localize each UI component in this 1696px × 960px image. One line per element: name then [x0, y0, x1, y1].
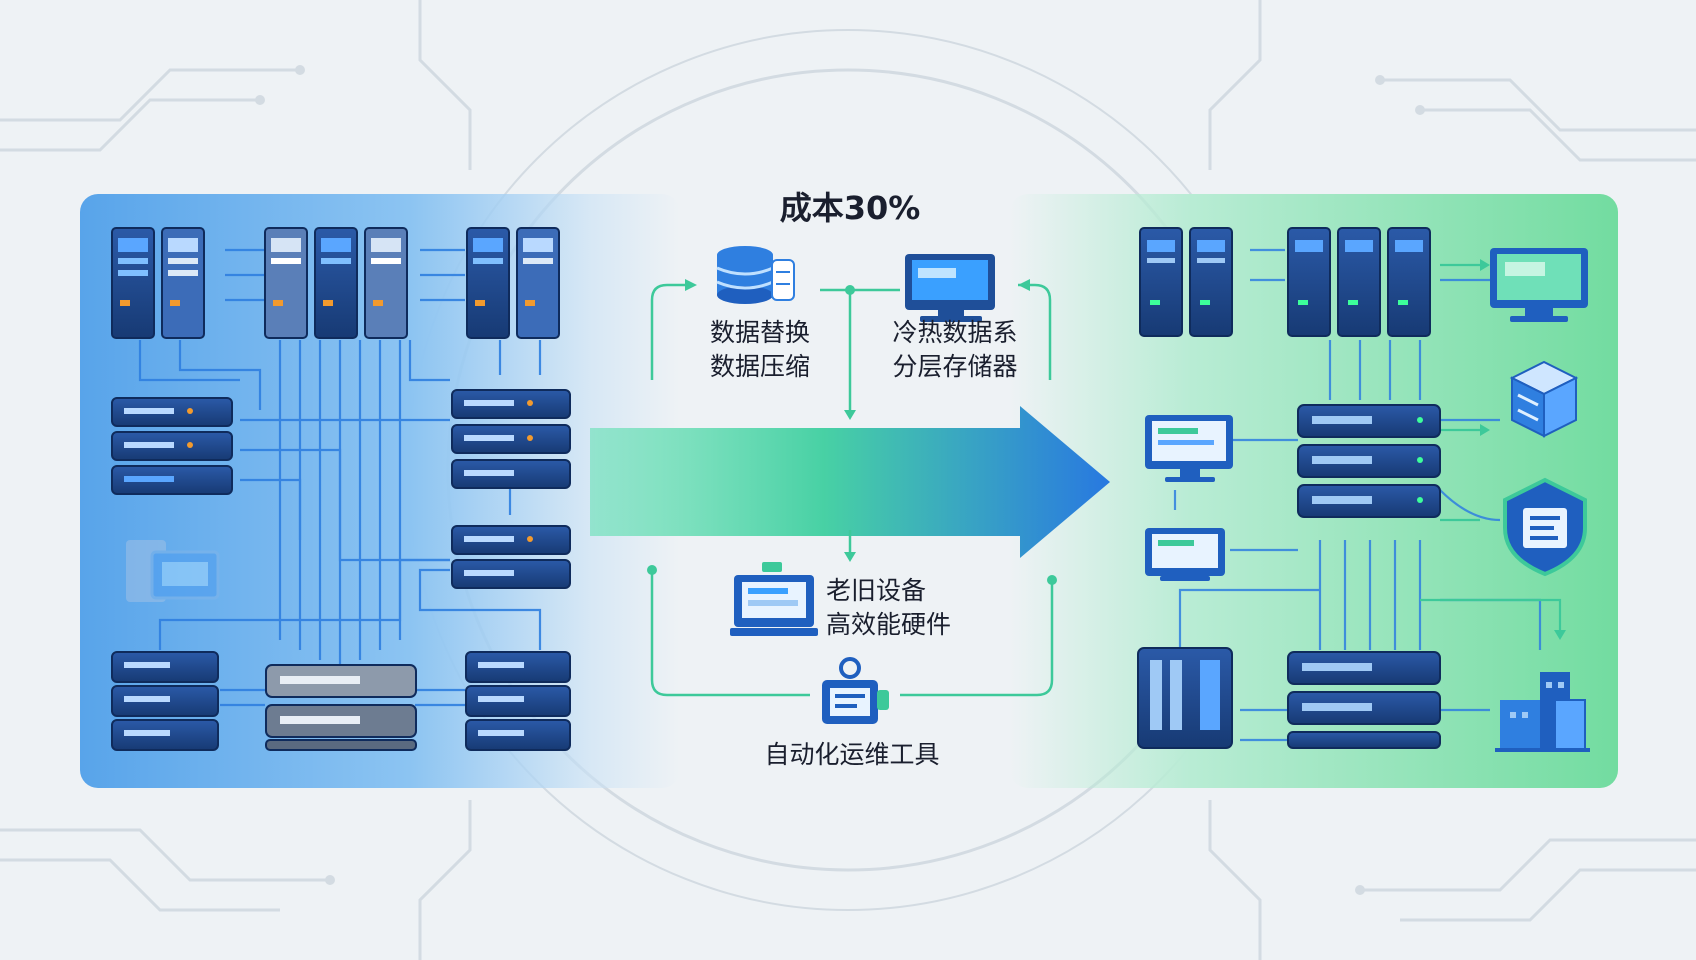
server-tower-icon — [1189, 227, 1233, 337]
method-dedupe-line2: 数据压缩 — [709, 352, 810, 381]
monitor-icon — [1145, 528, 1225, 581]
method-hardware-line1: 老旧设备 — [826, 576, 927, 605]
server-tower-icon — [1139, 227, 1183, 337]
server-tower-icon — [1287, 227, 1331, 337]
method-tiering-line1: 冷热数据系 — [892, 318, 1018, 347]
rack-stack-icon — [451, 525, 571, 589]
storage-cube-icon — [1509, 360, 1579, 438]
monitor-icon — [1145, 415, 1233, 482]
monitor-icon — [1490, 248, 1588, 322]
security-shield-icon — [1503, 477, 1587, 577]
method-automation-label: 自动化运维工具 — [764, 740, 940, 769]
workstation-icon — [126, 540, 220, 602]
server-tower-icon — [1337, 227, 1381, 337]
server-tower-icon — [111, 227, 155, 339]
method-hardware-line2: 高效能硬件 — [826, 610, 952, 639]
monitor-icon — [905, 254, 995, 322]
server-tower-icon — [516, 227, 560, 339]
method-dedupe-line1: 数据替换 — [709, 318, 810, 347]
server-tower-icon — [1387, 227, 1431, 337]
workstation-icon — [730, 562, 818, 636]
building-icon — [1495, 672, 1590, 752]
diagram-title: 成本30% — [779, 189, 921, 227]
server-tower-icon — [264, 227, 308, 339]
database-icon — [716, 246, 795, 304]
robot-icon — [822, 657, 889, 724]
server-tower-icon — [314, 227, 358, 339]
method-tiering-line2: 分层存储器 — [892, 352, 1018, 381]
transition-arrow — [590, 406, 1110, 558]
method-dedupe-label: 数据替换 数据压缩 — [690, 316, 830, 384]
server-tower-icon — [364, 227, 408, 339]
method-hardware-label: 老旧设备 高效能硬件 — [826, 574, 986, 642]
server-tower-icon — [466, 227, 510, 339]
server-tower-icon — [161, 227, 205, 339]
method-tiering-label: 冷热数据系 分层存储器 — [880, 316, 1030, 384]
